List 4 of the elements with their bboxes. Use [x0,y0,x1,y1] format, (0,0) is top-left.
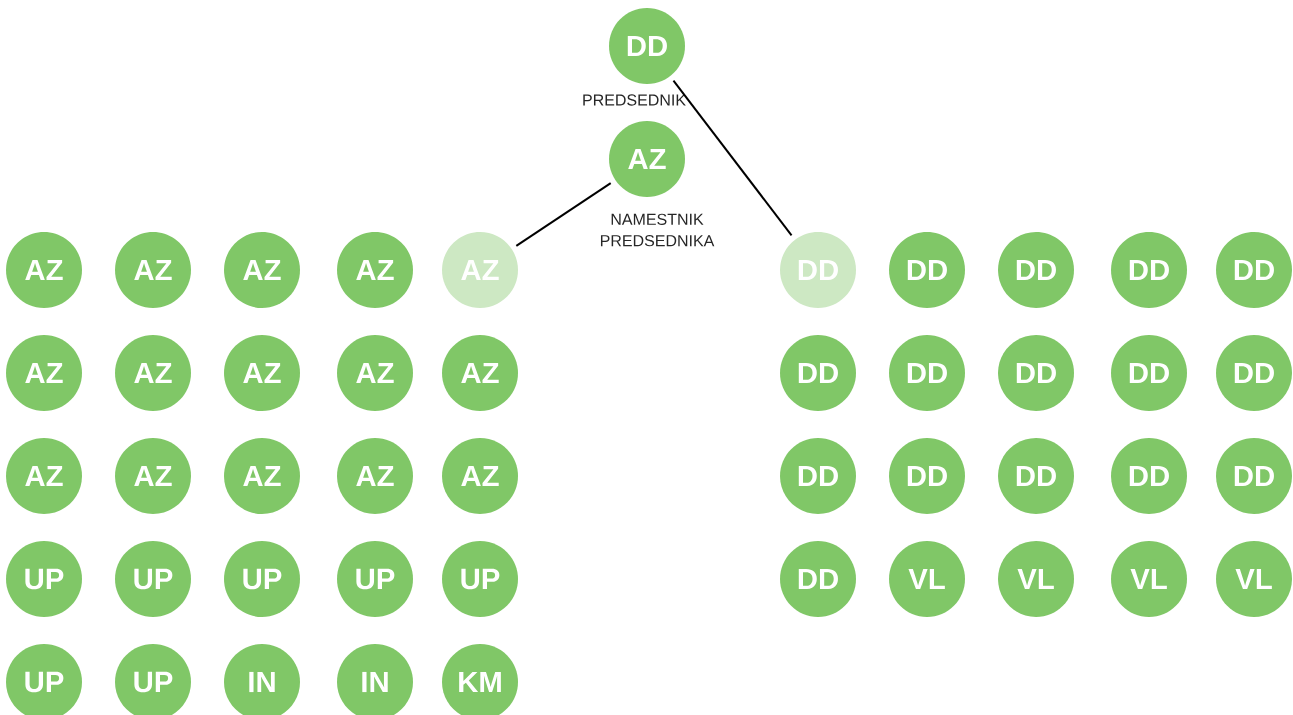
connector-line [515,182,612,247]
role-caption: NAMESTNIK PREDSEDNIKA [600,213,715,247]
role-caption: PREDSEDNIK [583,94,686,106]
connector-line [672,79,793,237]
